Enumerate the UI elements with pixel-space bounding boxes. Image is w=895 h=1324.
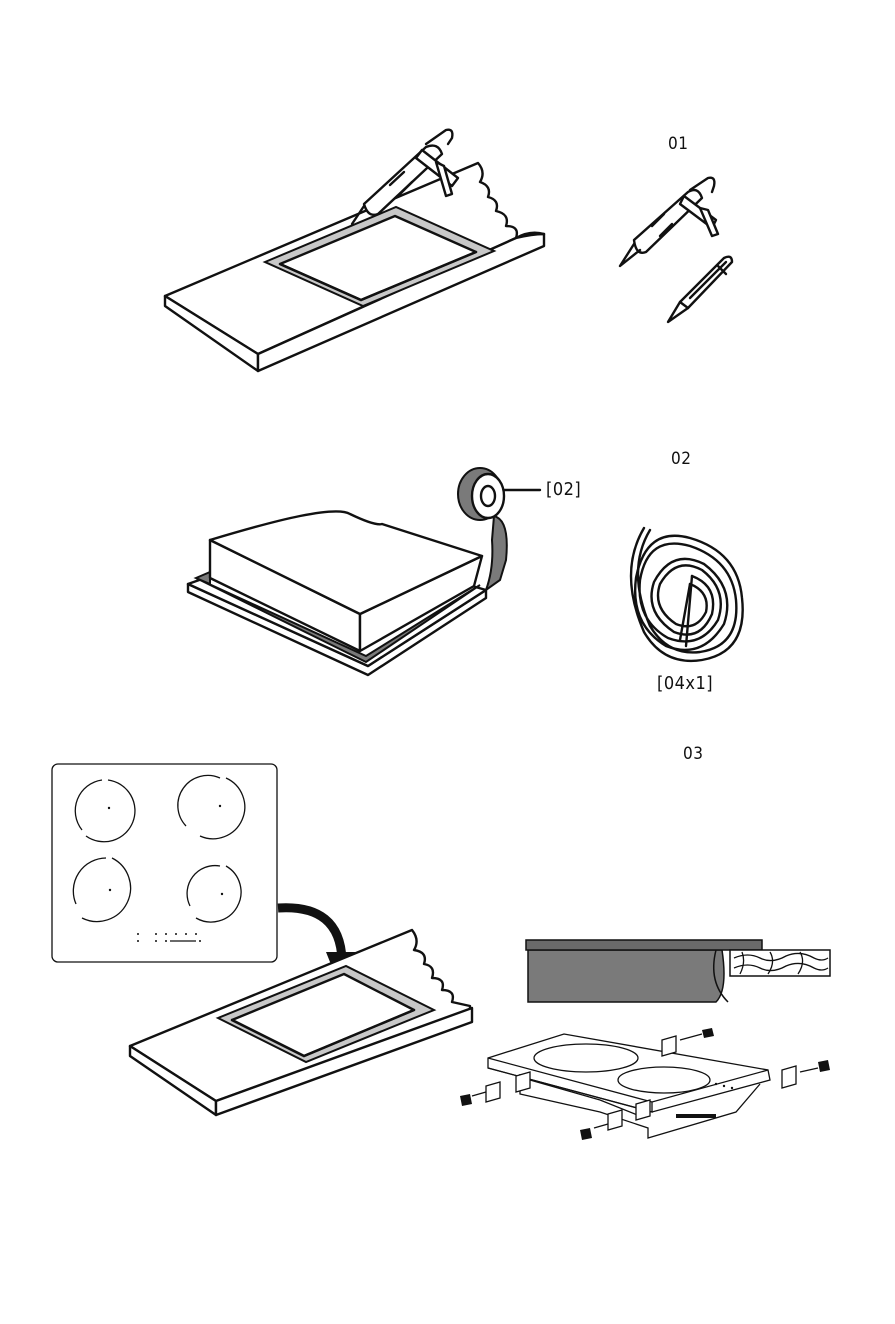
worktop-section-icon bbox=[526, 940, 830, 1002]
step1-tool-caulk-gun bbox=[620, 178, 718, 266]
step1-tool-pencil bbox=[668, 257, 732, 322]
hob-bracket-assembly-icon bbox=[460, 1028, 830, 1140]
step2-hob-underside bbox=[188, 511, 486, 675]
step1-worktop bbox=[165, 163, 544, 371]
hob-top-view-icon bbox=[52, 764, 277, 962]
sealing-strip-coil-icon bbox=[631, 528, 743, 661]
